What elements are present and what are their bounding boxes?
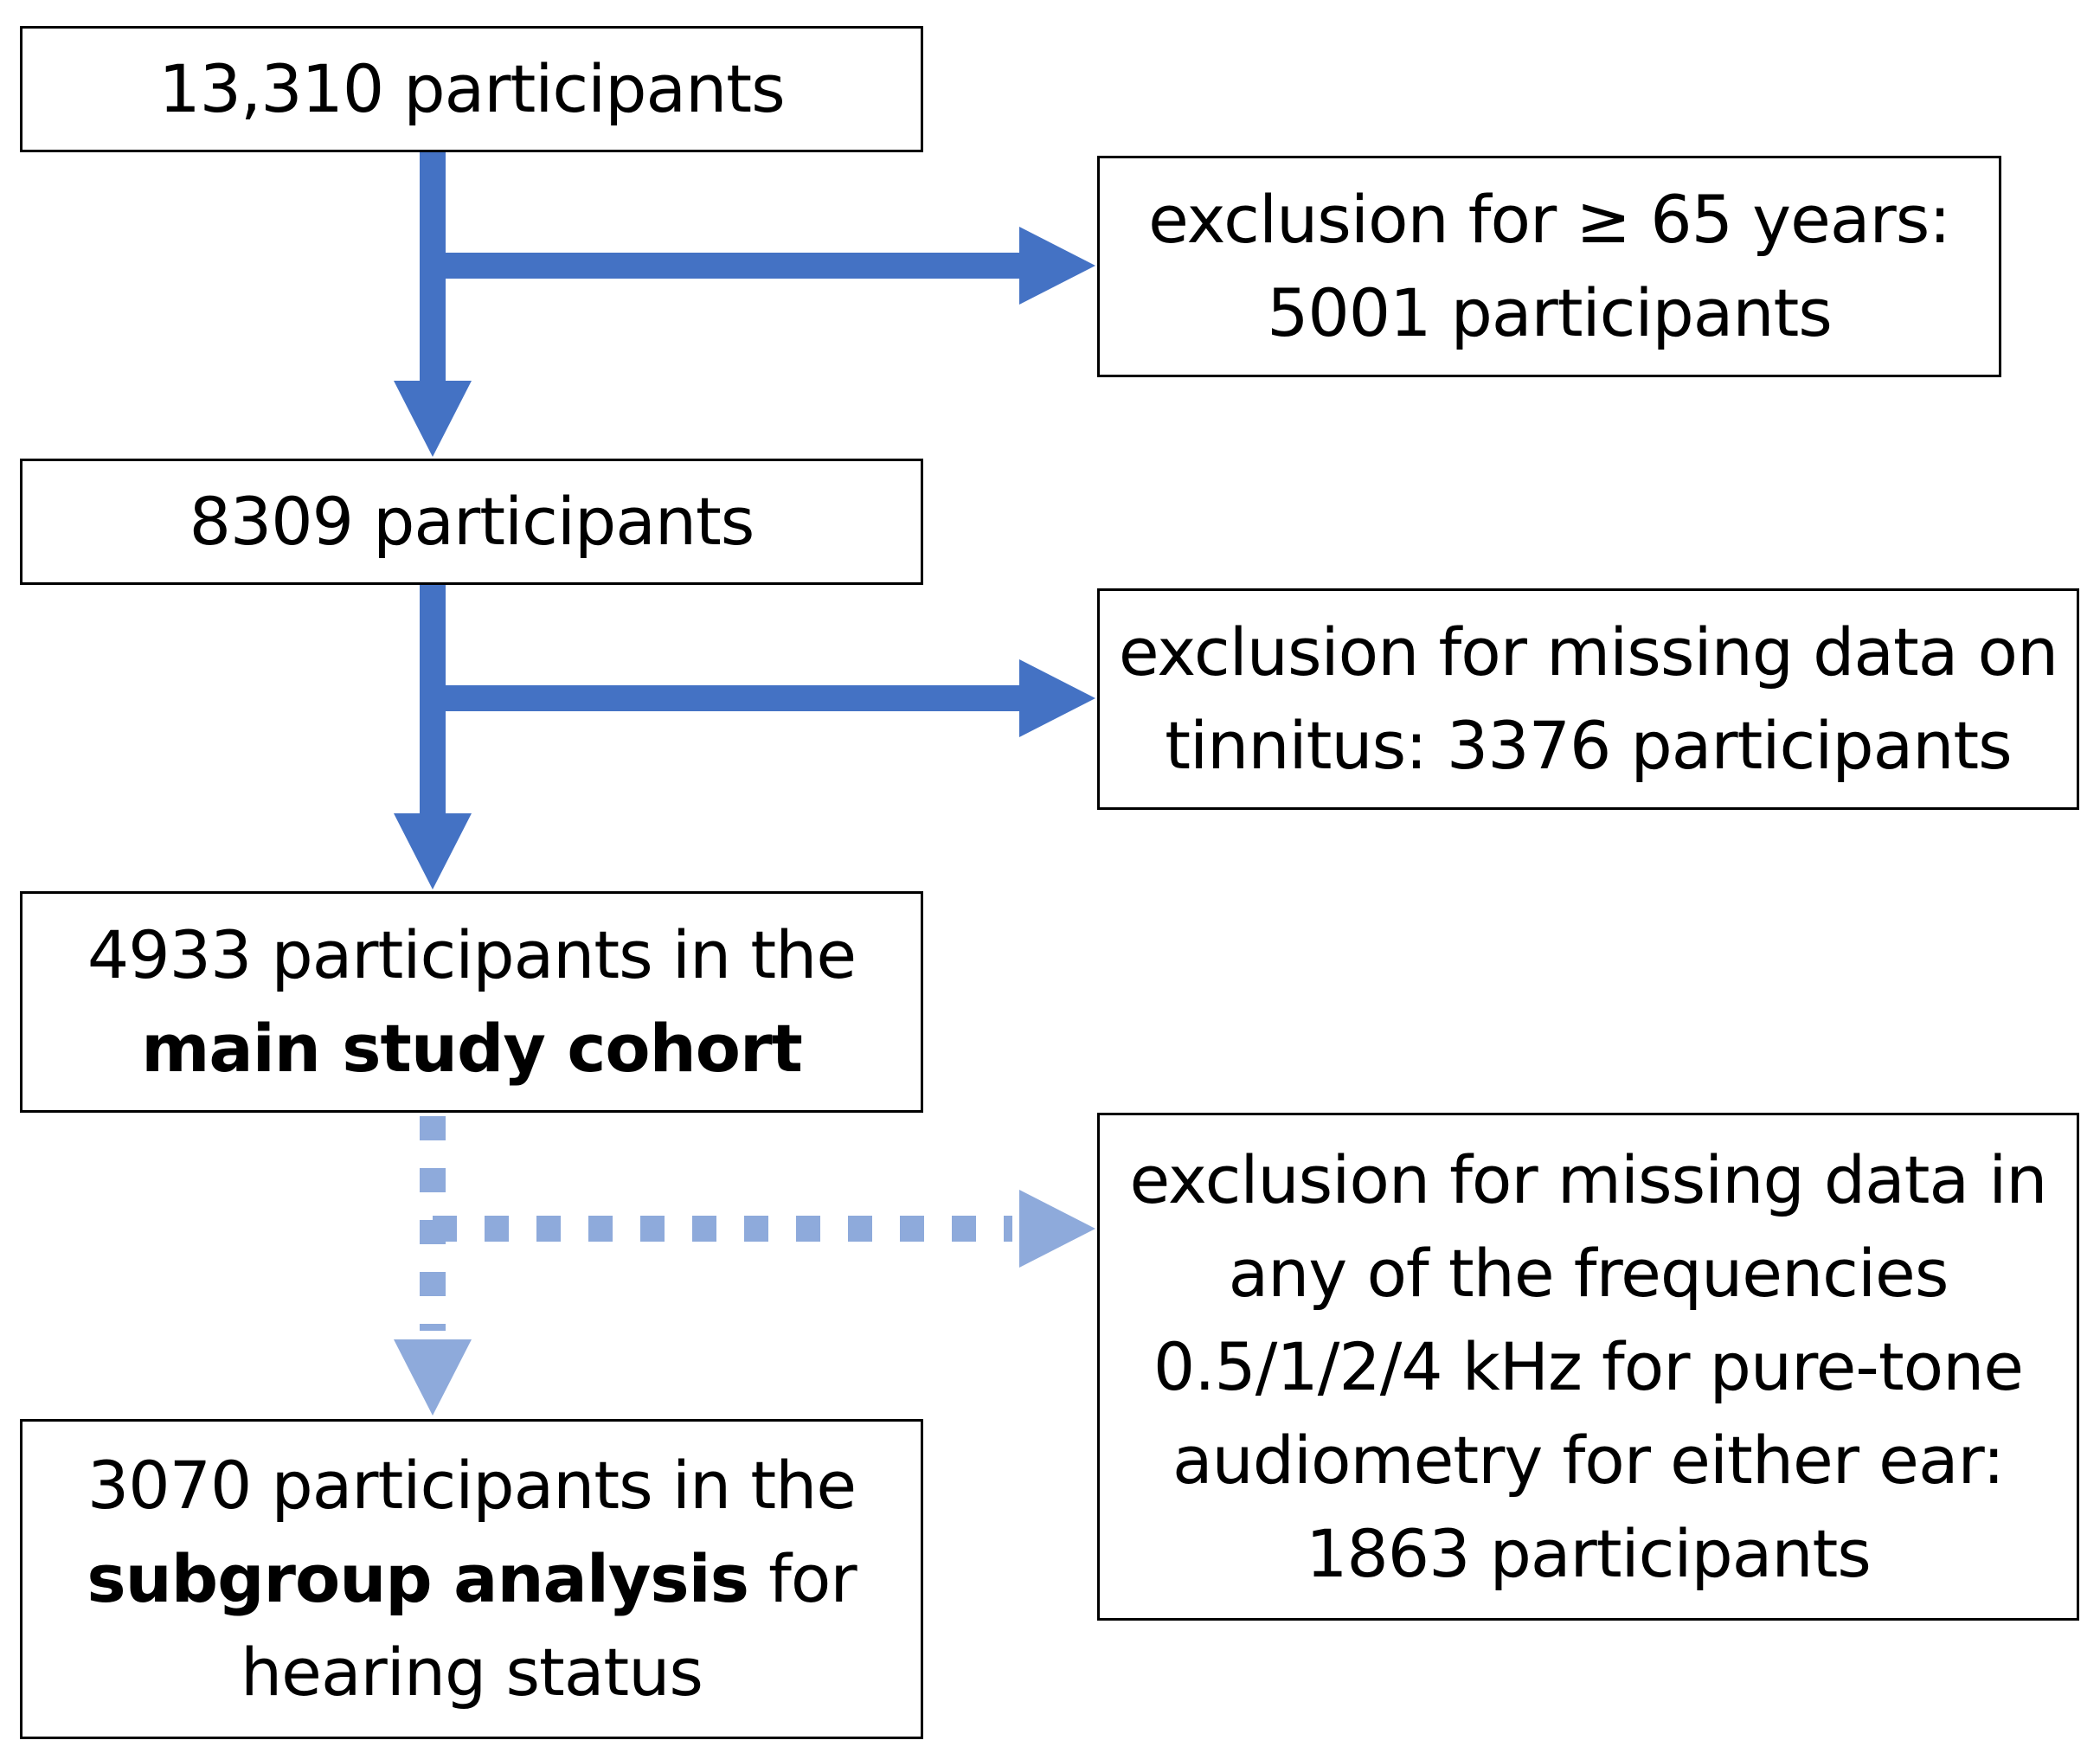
node-subgroup-line3: hearing status <box>241 1634 703 1711</box>
node-main-line2-bold: main study cohort <box>141 1010 803 1087</box>
node-exclusion-age: exclusion for ≥ 65 years: 5001 participa… <box>1097 156 2001 377</box>
node-excl-aud-line3: 0.5/1/2/4 kHz for pure-tone <box>1153 1327 2024 1405</box>
node-subgroup-line2: subgroup analysis for <box>87 1532 857 1626</box>
node-excl-tinn-line1: exclusion for missing data on <box>1118 613 2058 690</box>
node-exclusion-audiometry: exclusion for missing data in any of the… <box>1097 1113 2079 1621</box>
node-excl-age-line1: exclusion for ≥ 65 years: <box>1148 181 1951 258</box>
arrow-group-under65 <box>394 585 1095 889</box>
node-main-line2: main study cohort <box>141 1002 803 1095</box>
node-subgroup-analysis: 3070 participants in the subgroup analys… <box>20 1419 923 1739</box>
node-main-line1: 4933 participants in the <box>87 916 857 993</box>
node-excl-aud-line5: 1863 participants <box>1306 1514 1872 1592</box>
node-subgroup-line1: 3070 participants in the <box>87 1447 857 1524</box>
node-excl-age-line2: 5001 participants <box>1267 274 1833 351</box>
node-excl-aud-line4: audiometry for either ear: <box>1172 1421 2005 1499</box>
arrow-under65-right-head <box>1019 659 1095 737</box>
node-under-65-participants: 8309 participants <box>20 459 923 585</box>
node-excl-aud-line2: any of the frequencies <box>1228 1234 1949 1312</box>
arrow-group-main-cohort <box>394 1116 1095 1416</box>
arrow-main-down-head <box>394 1339 472 1416</box>
node-exclusion-tinnitus: exclusion for missing data on tinnitus: … <box>1097 588 2079 810</box>
arrow-total-right-head <box>1019 227 1095 305</box>
arrow-group-total <box>394 152 1095 457</box>
node-total-text: 13,310 participants <box>158 50 785 127</box>
node-subgroup-line2-rest: for <box>748 1540 857 1617</box>
node-excl-aud-line1: exclusion for missing data in <box>1129 1140 2048 1218</box>
node-excl-tinn-line2: tinnitus: 3376 participants <box>1165 707 2013 784</box>
arrow-under65-down-head <box>394 813 472 889</box>
arrow-total-down-head <box>394 381 472 457</box>
node-total-participants: 13,310 participants <box>20 26 923 152</box>
node-main-study-cohort: 4933 participants in the main study coho… <box>20 891 923 1113</box>
arrow-main-right-head <box>1019 1190 1095 1268</box>
node-subgroup-line2-bold: subgroup analysis <box>87 1540 749 1617</box>
node-under65-text: 8309 participants <box>189 483 755 560</box>
